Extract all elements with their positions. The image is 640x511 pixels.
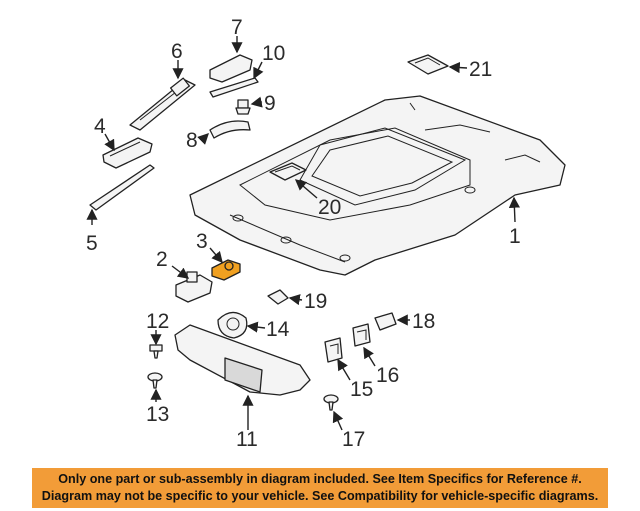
visor-clip-highlighted [211,259,241,281]
callout-1: 1 [509,225,521,248]
dome-lamp [407,54,449,75]
callout-labels: 1 2 3 4 5 6 7 8 9 10 11 12 13 14 15 16 1… [86,16,521,451]
parts-diagram: 1 2 3 4 5 6 7 8 9 10 11 12 13 14 15 16 1… [86,16,566,451]
trim-cover [209,54,253,83]
screw [149,344,163,359]
visor-holder [175,271,213,303]
disclaimer-line-1: Only one part or sub-assembly in diagram… [58,472,582,486]
disclaimer-line-2: Diagram may not be specific to your vehi… [41,489,599,503]
callout-13: 13 [146,403,169,426]
callout-3: 3 [196,230,208,253]
trim-strip [209,77,259,98]
callout-14: 14 [266,318,290,341]
callout-17: 17 [342,428,365,451]
callout-8: 8 [186,129,198,152]
callout-9: 9 [264,92,276,115]
bracket [374,312,397,331]
screw-2 [147,372,163,389]
callout-15: 15 [350,378,373,401]
visor-mount [217,311,248,339]
callout-10: 10 [262,42,285,65]
callout-4: 4 [94,115,106,138]
callout-11: 11 [236,428,258,451]
callout-6: 6 [171,40,183,63]
callout-2: 2 [156,248,168,271]
push-clip [323,394,339,411]
callout-19: 19 [304,290,327,313]
grab-bracket [129,77,196,131]
visor-hook [324,337,343,363]
clip [235,99,251,115]
visor-hook-2 [352,323,371,347]
headliner-panel [189,95,566,276]
map-light [269,162,307,181]
sun-visor [174,324,311,396]
lamp-assembly [102,137,153,169]
callout-20: 20 [318,196,341,219]
disclaimer-banner: Only one part or sub-assembly in diagram… [32,468,608,508]
callout-16: 16 [376,364,399,387]
callout-21: 21 [469,58,492,81]
callout-7: 7 [231,16,243,39]
hook-clip [267,289,289,305]
callout-12: 12 [146,310,169,333]
callout-18: 18 [412,310,435,333]
wire-harness [89,164,155,211]
grab-handle [209,120,251,139]
callout-5: 5 [86,232,98,255]
leader-lines [86,36,521,431]
